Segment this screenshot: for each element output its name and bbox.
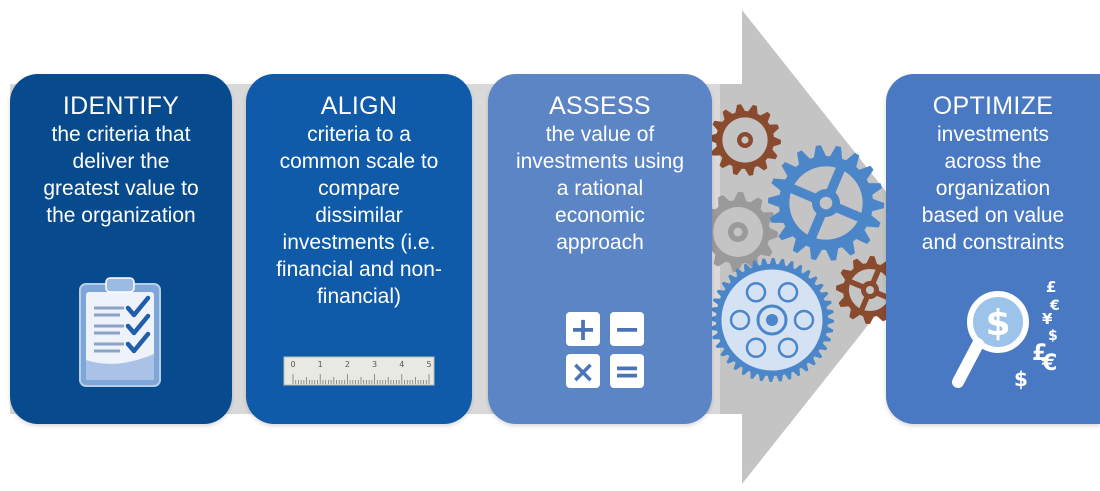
description-line: investments using [515, 150, 685, 173]
description-line: investments (i.e. [282, 231, 436, 254]
description-line: dissimilar [315, 204, 403, 227]
description-line: common scale to [279, 150, 439, 173]
description-line: greatest value to [43, 177, 199, 200]
description-line: approach [556, 231, 644, 254]
brown-gear-icon [709, 104, 781, 176]
euro-icon: € [1049, 298, 1060, 314]
calculator-icon: + − × = [566, 310, 644, 390]
description-line: the value of [545, 123, 655, 146]
ruler-label: 4 [399, 360, 404, 369]
yen-icon: ¥ [1042, 310, 1053, 328]
description-line: financial) [316, 285, 402, 308]
description-line: economic [555, 204, 645, 227]
pound-large-icon: £ [1032, 341, 1047, 366]
ruler-label: 5 [426, 360, 431, 369]
description-line: organization [935, 177, 1051, 200]
euro-large-icon: € [1041, 351, 1057, 376]
pound-icon: £ [1046, 278, 1056, 296]
step-title-optimize: OPTIMIZE [932, 92, 1054, 120]
dollar-small-icon: $ [1048, 328, 1058, 344]
step-title-align: ALIGN [320, 92, 398, 120]
dollar-icon: $ [985, 303, 1010, 344]
equals-icon: = [614, 352, 641, 390]
plus-icon: + [570, 310, 597, 348]
description-line: a rational [556, 177, 644, 200]
ruler-label: 0 [290, 360, 295, 369]
step-description-align: criteria to a common scale to compare di… [246, 121, 472, 310]
description-line: and constraints [921, 231, 1065, 254]
blue-gear-icon [768, 145, 884, 261]
ruler-icon: 0 1 2 3 4 5 [283, 356, 435, 386]
clipboard-checklist-icon [79, 277, 161, 387]
step-description-identify: the criteria that deliver the greatest v… [10, 121, 232, 229]
description-line: compare [318, 177, 400, 200]
description-line: based on value [921, 204, 1065, 227]
ruler-label: 1 [318, 360, 323, 369]
step-description-optimize: investments across the organization base… [886, 121, 1100, 256]
description-line: criteria to a [307, 123, 411, 146]
ruler-label: 3 [372, 360, 377, 369]
description-line: the criteria that [51, 123, 191, 146]
minus-icon: − [614, 310, 641, 348]
description-line: deliver the [72, 150, 170, 173]
magnifier-currency-icon: $ £ € ¥ $ £ € $ [952, 278, 1060, 391]
description-line: the organization [46, 204, 196, 227]
ruler-label: 2 [345, 360, 350, 369]
step-card-assess: ASSESS the value of investments using a … [488, 74, 712, 424]
step-description-assess: the value of investments using a rationa… [488, 121, 712, 256]
step-title-assess: ASSESS [549, 92, 651, 120]
step-card-optimize: OPTIMIZE investments across the organiza… [886, 74, 1100, 424]
description-line: investments [936, 123, 1050, 146]
description-line: financial and non- [276, 258, 442, 281]
step-title-identify: IDENTIFY [62, 92, 180, 120]
blue-wheel-gear-icon [710, 258, 834, 382]
dollar-bottom-icon: $ [1014, 367, 1028, 391]
step-card-align: ALIGN criteria to a common scale to comp… [246, 74, 472, 424]
multiply-icon: × [570, 355, 595, 390]
step-card-identify: IDENTIFY the criteria that deliver the g… [10, 74, 232, 424]
description-line: across the [944, 150, 1042, 173]
gray-gear-icon [698, 192, 778, 272]
